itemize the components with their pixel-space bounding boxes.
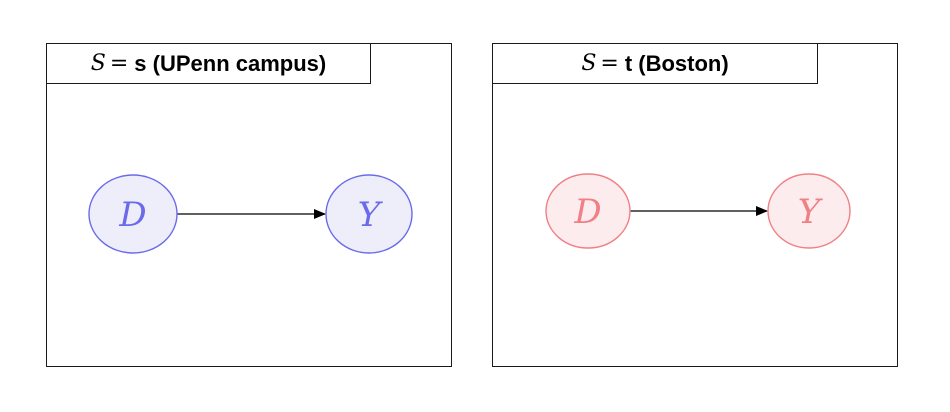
- title-text: t (Boston): [624, 50, 729, 76]
- node-d: [88, 174, 178, 254]
- node-d-label: D: [573, 192, 601, 232]
- panel-title: S = s (UPenn campus): [46, 43, 371, 84]
- causal-graph-target: D Y: [545, 173, 851, 249]
- node-y-label: Y: [358, 195, 384, 235]
- title-text: s (UPenn campus): [134, 50, 327, 76]
- title-equals: =: [109, 51, 129, 76]
- title-variable: S: [90, 51, 106, 76]
- panel-source: S = s (UPenn campus) D Y: [46, 43, 452, 367]
- node-y: [767, 173, 851, 249]
- node-y-label: Y: [798, 192, 824, 232]
- node-d: [545, 173, 631, 249]
- panel-title: S = t (Boston): [492, 43, 818, 84]
- title-equals: =: [600, 51, 619, 76]
- node-y: [325, 174, 413, 254]
- causal-graph-source: D Y: [88, 174, 413, 254]
- panel-target: S = t (Boston) D Y: [492, 43, 898, 367]
- node-d-label: D: [118, 195, 146, 235]
- title-variable: S: [581, 51, 597, 76]
